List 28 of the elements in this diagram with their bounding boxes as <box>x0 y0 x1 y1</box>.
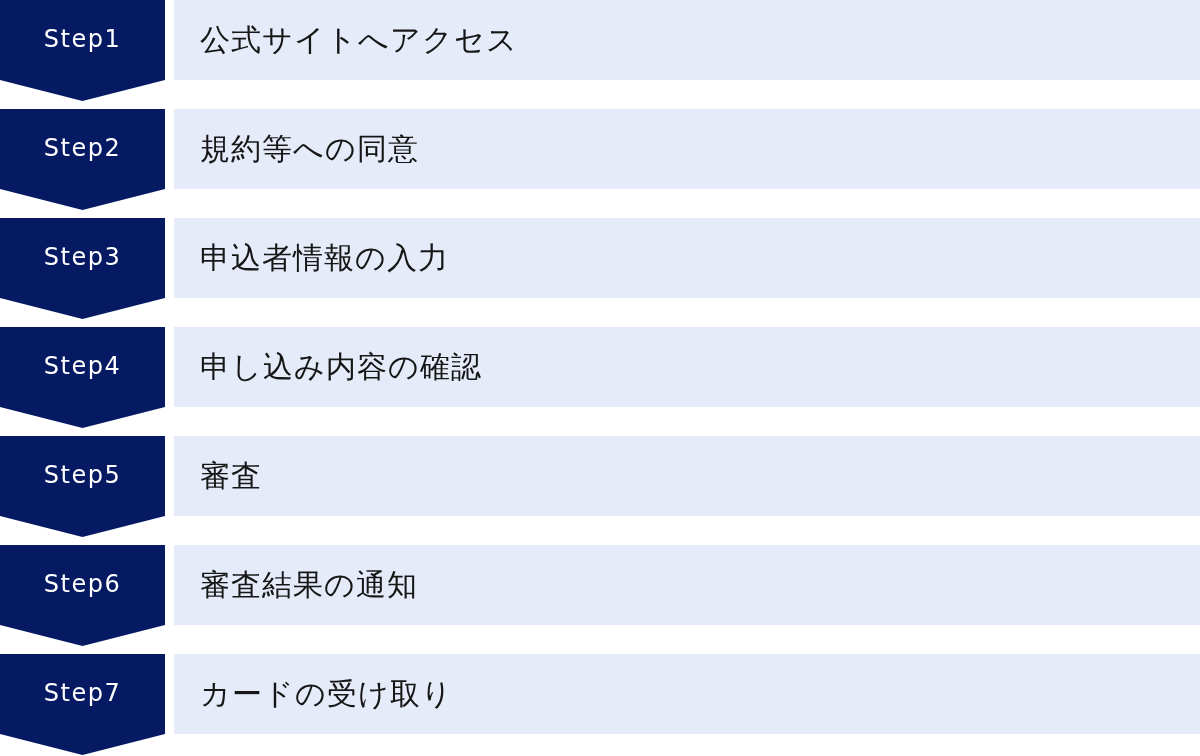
chevron-arrow <box>0 625 165 646</box>
step-bar <box>174 327 1200 407</box>
step-title: カードの受け取り <box>200 676 453 712</box>
step-label: Step1 <box>43 26 122 54</box>
step-label: Step2 <box>43 135 122 163</box>
step-bar <box>174 545 1200 625</box>
step-label: Step6 <box>43 571 122 599</box>
step-bar <box>174 654 1200 734</box>
chevron-arrow <box>0 189 165 210</box>
step-title: 申し込み内容の確認 <box>200 349 482 385</box>
step-label: Step5 <box>43 462 122 490</box>
step-bar <box>174 436 1200 516</box>
step-bar <box>174 218 1200 298</box>
step-label: Step4 <box>43 353 122 381</box>
step-label: Step7 <box>43 680 122 708</box>
chevron-arrow <box>0 298 165 319</box>
step-bar <box>174 0 1200 80</box>
step-title: 審査結果の通知 <box>200 567 418 603</box>
step-bar <box>174 109 1200 189</box>
step-title: 申込者情報の入力 <box>200 240 449 276</box>
chevron-arrow <box>0 516 165 537</box>
chevron-arrow <box>0 734 165 755</box>
step-title: 規約等への同意 <box>200 131 419 167</box>
step-title: 公式サイトへアクセス <box>200 22 518 58</box>
chevron-arrow <box>0 80 165 101</box>
chevron-arrow <box>0 407 165 428</box>
step-label: Step3 <box>43 244 122 272</box>
step-title: 審査 <box>200 458 262 494</box>
